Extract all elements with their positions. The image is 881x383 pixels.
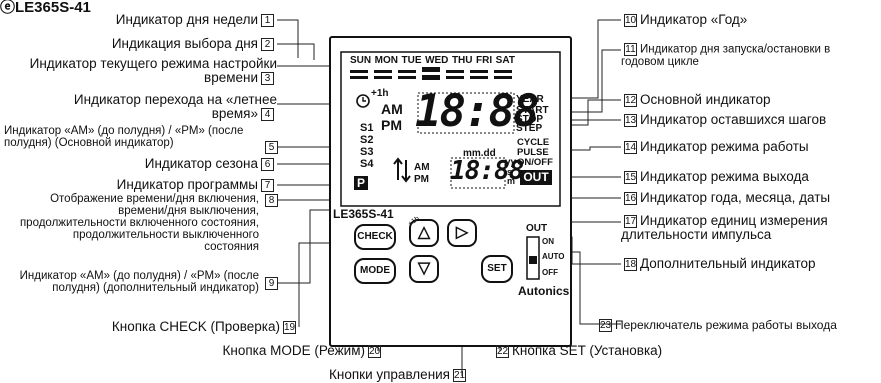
callout-9: Индикатор «AM» (до полудня) / «PM» (посл… <box>19 270 259 294</box>
season-s3: S3 <box>360 146 374 158</box>
day-label: MON <box>374 55 398 66</box>
callout-9-number: 9 <box>265 277 278 290</box>
cycle-indicator: CYCLE <box>517 137 550 148</box>
sub-display: 18:88 <box>450 156 524 186</box>
switch-off[interactable]: OFF <box>542 268 558 277</box>
min-unit: m <box>507 176 516 186</box>
right-button[interactable]: ▷ <box>455 224 469 241</box>
up-button[interactable]: △ <box>417 224 431 241</box>
brand-logo: Autonics <box>518 284 570 298</box>
step-indicator: STEP <box>516 123 543 134</box>
page-heading: ⓔLE365S-41 <box>0 0 91 16</box>
day-label: SAT <box>495 55 515 66</box>
callout-5: Индикатор «AM» (до полудня) / «PM» (посл… <box>4 125 244 149</box>
yy-indicator: yy <box>505 157 517 168</box>
right-button-shape <box>447 219 477 247</box>
callout-4: Индикатор перехода на «летнее время»4 <box>73 92 277 121</box>
year-indicator: YEAR <box>516 94 544 105</box>
main-display: 18:88 <box>415 86 539 137</box>
pulse-indicator: PULSE <box>517 147 549 158</box>
model-label: LE365S-41 <box>333 207 394 221</box>
main-am: AM <box>381 101 403 117</box>
program-box <box>354 176 368 190</box>
callout-5-number: 5 <box>265 141 278 154</box>
up-button-shape <box>409 219 439 247</box>
output-switch-knob <box>529 256 537 264</box>
mode-button[interactable]: MODE <box>360 265 390 276</box>
season-s2: S2 <box>360 134 374 146</box>
sec-unit: s <box>507 167 513 177</box>
check-button-shape <box>354 224 396 250</box>
check-button[interactable]: CHECK <box>357 231 393 242</box>
callout-8: Отображение времени/дня включения, време… <box>19 193 259 253</box>
clock-icon <box>356 94 370 108</box>
mode-button-shape <box>354 258 396 284</box>
day-label: FRI <box>476 55 493 66</box>
switch-title: OUT <box>526 223 548 234</box>
down-button[interactable]: ▽ <box>417 260 431 277</box>
onoff-indicator: ON/OFF <box>517 157 553 168</box>
stop-indicator: STOP <box>516 114 544 125</box>
callout-19: Кнопка CHECK (Проверка)19 <box>111 319 296 334</box>
season-s1: S1 <box>360 122 374 134</box>
day-bars <box>350 67 512 80</box>
plus-1h: +1h <box>371 88 389 99</box>
set-button-shape <box>481 255 513 283</box>
sub-pm: PM <box>414 174 429 185</box>
day-label: SUN <box>350 55 372 66</box>
start-indicator: START <box>516 105 549 116</box>
season-list: S1 S2 S3 S4 <box>360 122 373 170</box>
out-badge: OUT <box>523 170 549 184</box>
day-label: TUE <box>401 55 422 66</box>
program-indicator: P <box>356 176 365 190</box>
season-arrows-icon <box>393 157 411 183</box>
main-pm: PM <box>381 117 402 133</box>
switch-on[interactable]: ON <box>542 237 554 246</box>
sub-am: AM <box>414 162 430 173</box>
day-labels: SUN MON TUE WED THU FRI SAT <box>350 55 515 66</box>
callout-8-number: 8 <box>265 194 278 207</box>
callout-3: Индикатор текущего режима настройки врем… <box>29 56 277 85</box>
out-badge-box <box>520 170 552 185</box>
set-button[interactable]: SET <box>487 263 507 274</box>
day-label: WED <box>425 55 449 66</box>
switch-auto[interactable]: AUTO <box>542 252 565 261</box>
mmdd-label: mm.dd <box>463 148 496 159</box>
down-button-shape <box>409 255 439 283</box>
callout-20: Кнопка MODE (Режим)20 <box>222 343 381 358</box>
day-label: THU <box>451 55 473 66</box>
season-s4: S4 <box>360 158 374 170</box>
